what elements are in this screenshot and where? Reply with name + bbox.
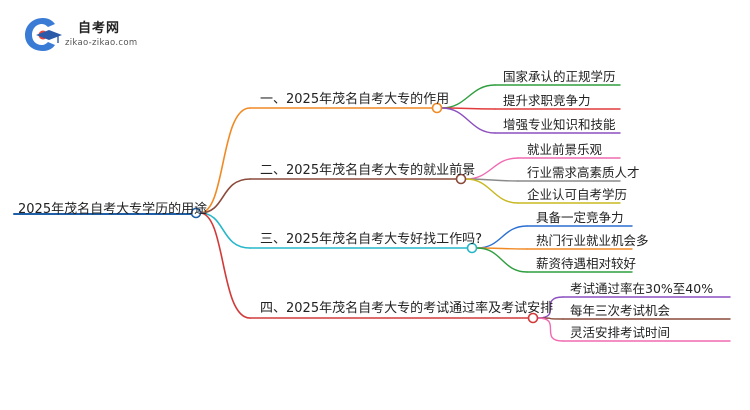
leaf-4-1-label[interactable]: 考试通过率在30%至40% — [570, 281, 714, 296]
leaf-1-3-label[interactable]: 增强专业知识和技能 — [503, 117, 616, 132]
leaf-1-1-label[interactable]: 国家承认的正规学历 — [503, 69, 616, 84]
leaf-1-1-connector — [441, 84, 496, 109]
branch-2-label[interactable]: 二、2025年茂名自考大专的就业前景 — [260, 163, 476, 178]
logo-subtitle: zikao-zikao.com — [65, 38, 138, 48]
root-node-label[interactable]: 2025年茂名自考大专学历的用途 — [18, 202, 208, 217]
leaf-4-2-label[interactable]: 每年三次考试机会 — [570, 303, 671, 318]
leaf-4-3-label[interactable]: 灵活安排考试时间 — [570, 325, 671, 340]
leaf-4-3-connector — [537, 317, 564, 342]
leaf-3-3-connector — [476, 247, 528, 273]
branch-4-label[interactable]: 四、2025年茂名自考大专的考试通过率及考试安排 — [260, 301, 554, 316]
logo-mark-icon — [25, 18, 62, 51]
leaf-3-2-label[interactable]: 热门行业就业机会多 — [536, 233, 649, 248]
site-logo[interactable]: 自考网 zikao-zikao.com — [22, 14, 172, 54]
branch-4-node-dot[interactable] — [527, 312, 539, 324]
branch-2-node-dot[interactable] — [455, 173, 467, 185]
branch-1-connector — [199, 107, 251, 214]
root-node-dot[interactable] — [190, 207, 202, 219]
leaf-3-1-connector — [476, 225, 528, 249]
leaf-2-3-connector — [465, 178, 519, 204]
branch-1-label[interactable]: 一、2025年茂名自考大专的作用 — [260, 92, 450, 107]
leaf-2-2-label[interactable]: 行业需求高素质人才 — [527, 165, 640, 180]
branch-1-node-dot[interactable] — [431, 102, 443, 114]
branch-3-label[interactable]: 三、2025年茂名自考大专好找工作吗? — [260, 232, 482, 247]
leaf-2-1-label[interactable]: 就业前景乐观 — [527, 142, 603, 157]
branch-2-connector — [199, 178, 251, 214]
branch-3-connector — [199, 212, 251, 249]
leaf-3-1-label[interactable]: 具备一定竞争力 — [536, 210, 624, 225]
leaf-3-3-label[interactable]: 薪资待遇相对较好 — [536, 256, 637, 271]
branch-4-connector — [199, 212, 251, 319]
leaf-1-2-label[interactable]: 提升求职竞争力 — [503, 93, 591, 108]
leaf-2-3-label[interactable]: 企业认可自考学历 — [527, 187, 628, 202]
logo-title: 自考网 — [78, 21, 121, 36]
branch-3-node-dot[interactable] — [466, 242, 478, 254]
leaf-1-3-connector — [441, 107, 496, 134]
